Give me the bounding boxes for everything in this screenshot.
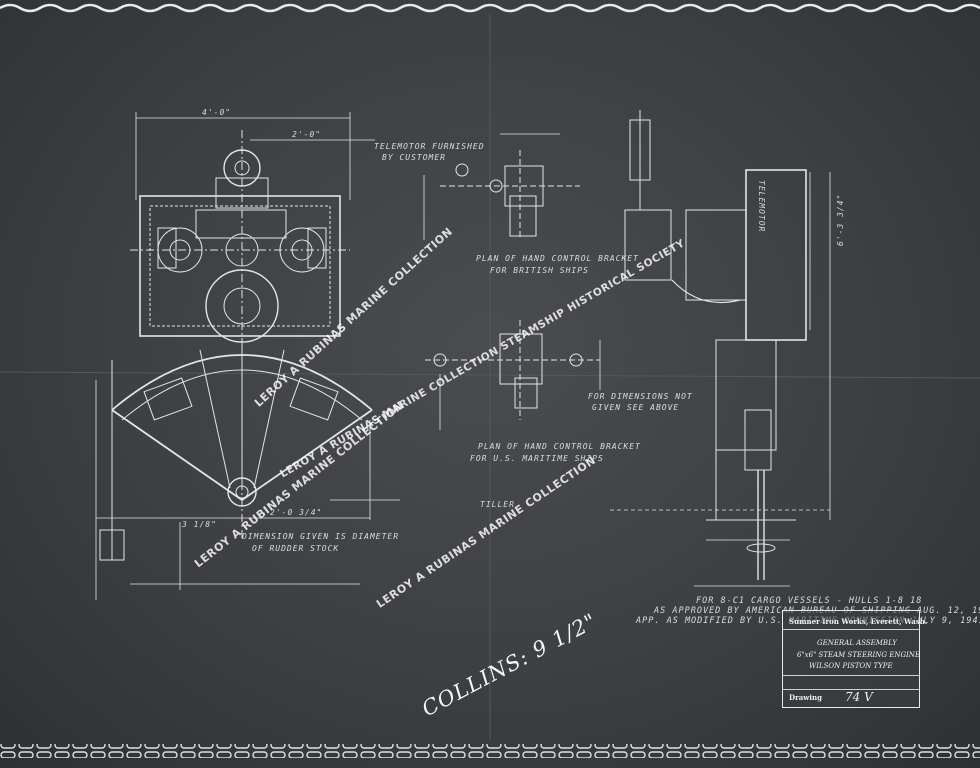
bracket-us	[425, 320, 601, 430]
dim-bottom-left: 3 1/8"	[182, 520, 217, 529]
british-bracket-subtitle: FOR BRITISH SHIPS	[490, 266, 589, 275]
title-block-company: Sumner Iron Works, Everett, Wash.	[789, 617, 928, 626]
tiller-label: TILLER	[480, 500, 515, 509]
bottom-chain-border	[0, 744, 980, 758]
dimension-lines-left	[95, 112, 400, 600]
dimension-lines-right	[610, 172, 831, 587]
title-block-subtitle: 6"x6" STEAM STEERING ENGINE	[797, 651, 921, 659]
us-bracket-title: PLAN OF HAND CONTROL BRACKET	[478, 442, 641, 451]
rudder-note-2: OF RUDDER STOCK	[252, 544, 340, 553]
dim-overall-top: 4'-0"	[202, 108, 232, 117]
dim-top-right: 2'-0"	[292, 130, 322, 139]
title-block-title: GENERAL ASSEMBLY	[817, 639, 897, 647]
note-line-1: FOR 8-C1 CARGO VESSELS - HULLS 1-8 18	[696, 596, 923, 606]
title-block-drawing-number: 74 V	[845, 690, 873, 704]
dimension-note-1: FOR DIMENSIONS NOT	[588, 392, 693, 401]
engine-side-view	[624, 110, 807, 580]
title-block: Sumner Iron Works, Everett, Wash. GENERA…	[782, 610, 927, 708]
british-bracket-title: PLAN OF HAND CONTROL BRACKET	[476, 254, 639, 263]
engine-front-view	[130, 130, 350, 540]
title-block-drawing-label: Drawing	[789, 693, 822, 702]
title-block-subtitle-2: WILSON PISTON TYPE	[809, 662, 893, 670]
dimension-note-2: GIVEN SEE ABOVE	[592, 403, 680, 412]
rudder-quadrant	[99, 340, 373, 561]
telemotor-label: TELEMOTOR	[757, 180, 766, 233]
telemotor-note-1: TELEMOTOR FURNISHED	[374, 142, 485, 151]
telemotor-note-2: BY CUSTOMER	[382, 153, 446, 162]
top-border	[0, 3, 980, 13]
bracket-british	[423, 133, 580, 240]
dim-right-tall: 6'-3 3/4"	[836, 193, 845, 246]
dim-bottom: 2'-0 3/4"	[270, 508, 323, 517]
rudder-note-1: DIMENSION GIVEN IS DIAMETER	[242, 532, 400, 541]
us-bracket-subtitle: FOR U.S. MARITIME SHIPS	[470, 454, 604, 463]
